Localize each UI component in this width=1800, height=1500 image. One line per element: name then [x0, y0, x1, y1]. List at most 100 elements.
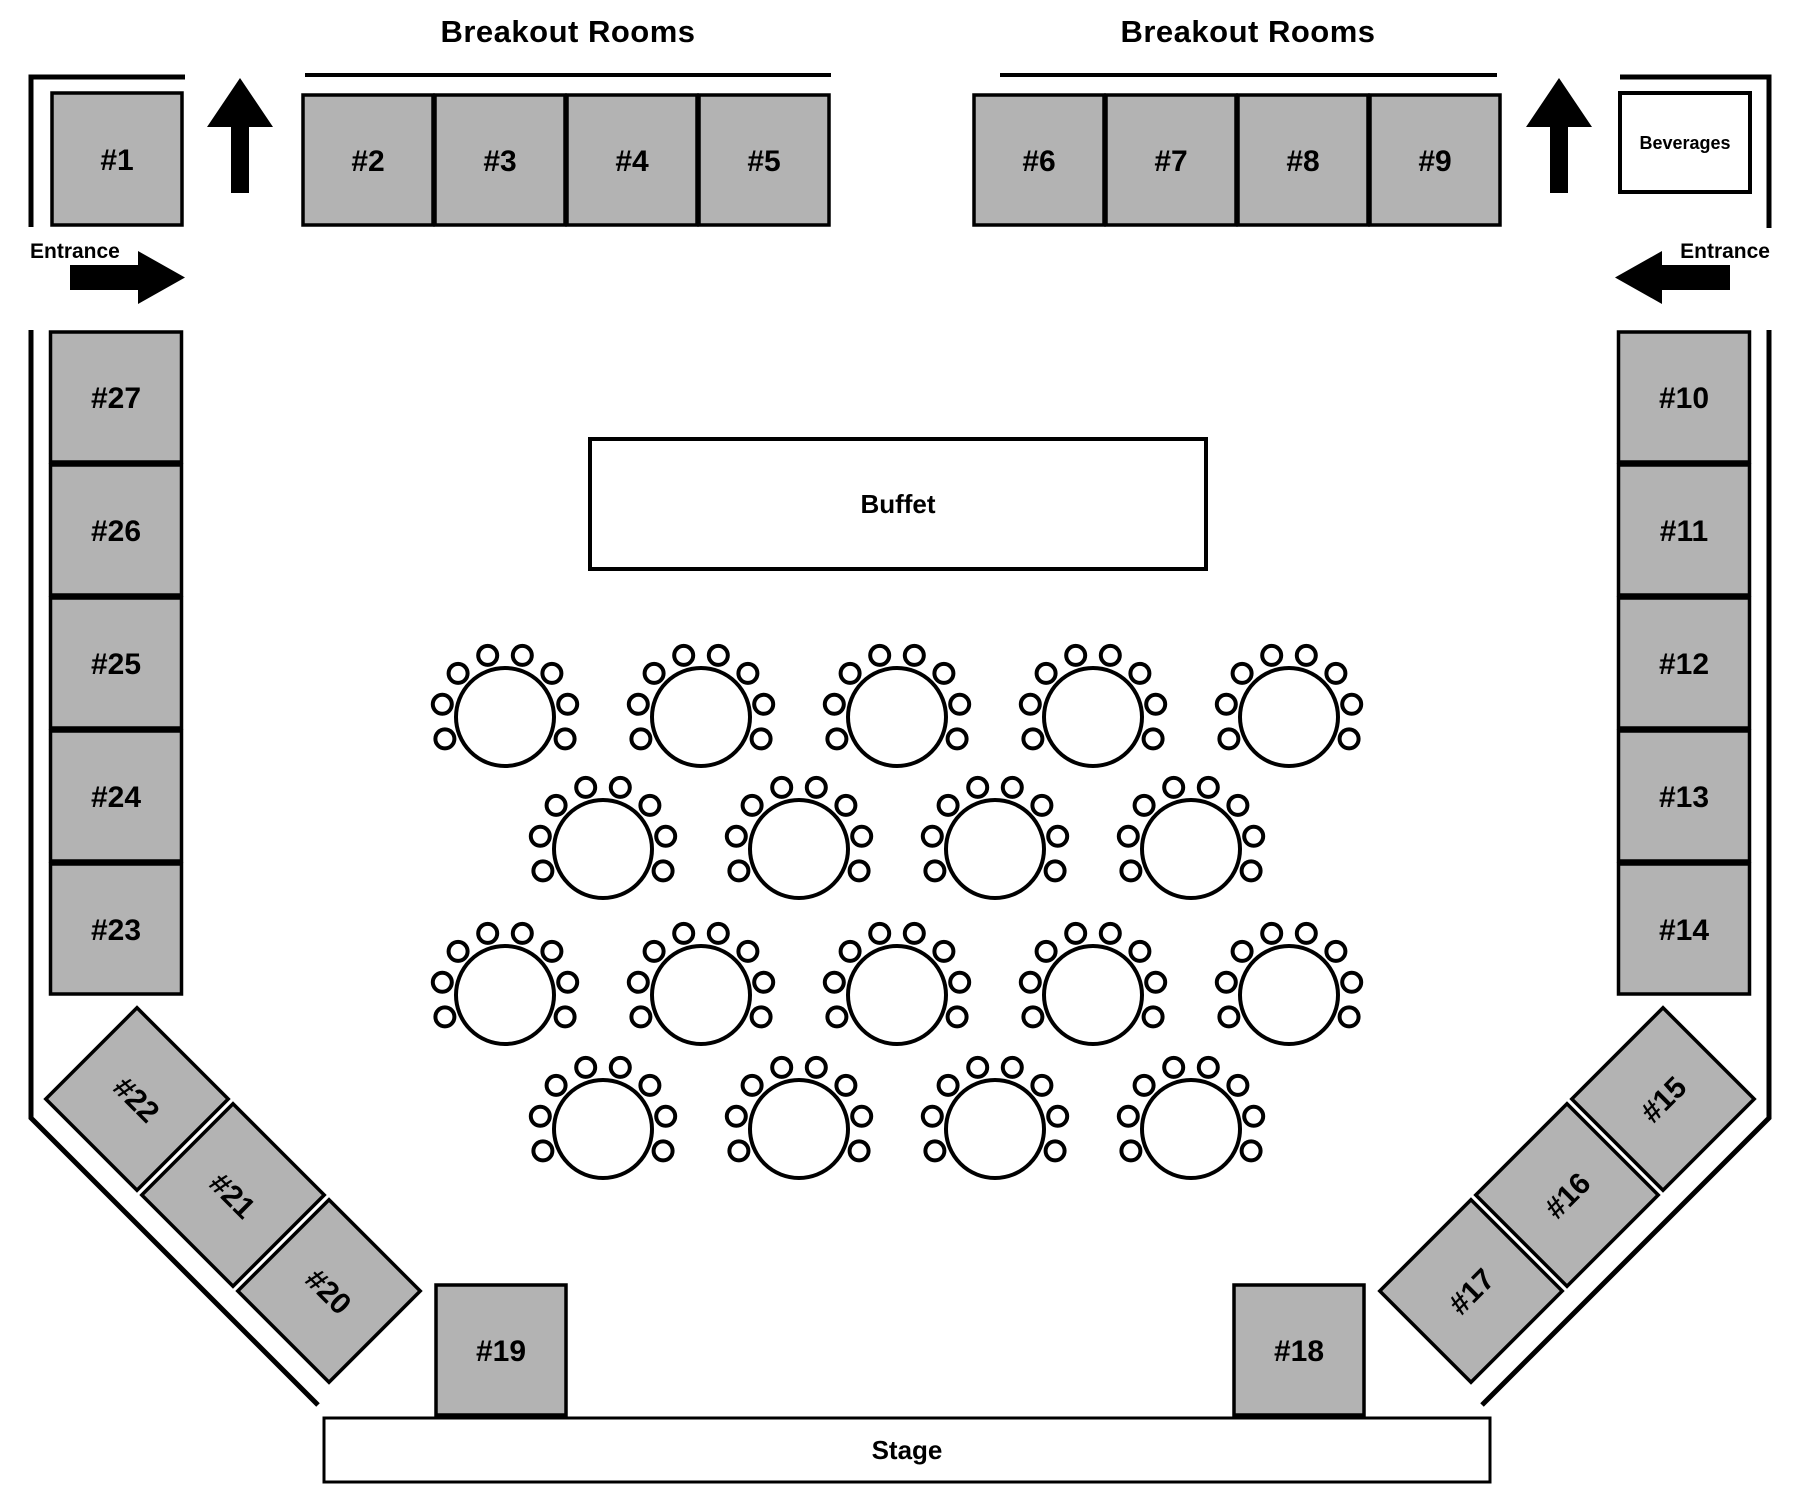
- chair: [544, 1073, 568, 1097]
- booth-5: #5: [697, 93, 831, 227]
- table-top: [748, 798, 850, 900]
- booth-box: [48, 330, 184, 464]
- booth-label: #23: [91, 914, 141, 947]
- chair: [642, 661, 666, 685]
- chair: [1196, 1055, 1220, 1079]
- booth-16: #16: [1473, 1101, 1661, 1289]
- chair: [945, 1005, 969, 1029]
- chair: [1214, 692, 1238, 716]
- booth-box: [139, 1101, 327, 1289]
- chair: [476, 643, 500, 667]
- booth-26: #26: [48, 463, 184, 597]
- booth-box: [1104, 93, 1238, 227]
- chair: [574, 1055, 598, 1079]
- chair: [948, 692, 972, 716]
- chair: [626, 692, 650, 716]
- chair: [528, 824, 552, 848]
- entrance-label-right: Entrance: [1680, 240, 1770, 263]
- entrance-arrow-icon-right: [1615, 251, 1730, 304]
- chair: [706, 643, 730, 667]
- chair: [1144, 970, 1168, 994]
- chair: [770, 1055, 794, 1079]
- chair: [1098, 643, 1122, 667]
- chair: [1217, 727, 1241, 751]
- chair: [531, 859, 555, 883]
- chair: [1116, 824, 1140, 848]
- chair: [724, 824, 748, 848]
- table-top: [846, 666, 948, 768]
- chair: [574, 775, 598, 799]
- chair: [553, 1005, 577, 1029]
- table-top: [552, 1078, 654, 1180]
- chair: [1098, 921, 1122, 945]
- chair: [556, 970, 580, 994]
- chair: [1000, 775, 1024, 799]
- chair: [1162, 1055, 1186, 1079]
- chair: [1144, 692, 1168, 716]
- booth-box: [1368, 93, 1502, 227]
- chair: [838, 939, 862, 963]
- booth-box: [1616, 729, 1752, 863]
- table-top: [1042, 666, 1144, 768]
- booth-label: #9: [1418, 145, 1451, 178]
- chair: [531, 1139, 555, 1163]
- chair: [544, 793, 568, 817]
- booth-box: [1232, 1283, 1366, 1417]
- round-table: [920, 775, 1070, 900]
- chair: [825, 1005, 849, 1029]
- chair: [1230, 661, 1254, 685]
- booth-6: #6: [972, 93, 1106, 227]
- booth-label: #25: [91, 648, 141, 681]
- chair: [540, 939, 564, 963]
- chair: [626, 970, 650, 994]
- booth-box: [1616, 596, 1752, 730]
- booth-label: #1: [100, 144, 133, 177]
- round-table: [528, 1055, 678, 1180]
- chair: [1226, 1073, 1250, 1097]
- table-top: [454, 944, 556, 1046]
- booth-11: #11: [1616, 463, 1752, 597]
- chair: [1294, 643, 1318, 667]
- booth-box: [565, 93, 699, 227]
- up-arrow-icon-left: [207, 78, 273, 193]
- chair: [629, 727, 653, 751]
- chair: [433, 727, 457, 751]
- chair: [651, 859, 675, 883]
- chair: [850, 824, 874, 848]
- table-top: [748, 1078, 850, 1180]
- round-table: [920, 1055, 1070, 1180]
- booth-label: #13: [1659, 781, 1709, 814]
- chair: [1018, 970, 1042, 994]
- booth-label: #12: [1659, 648, 1709, 681]
- breakout-rooms-title-right: Breakout Rooms: [1120, 14, 1375, 49]
- booth-label: #26: [91, 515, 141, 548]
- chair: [847, 859, 871, 883]
- chair: [1242, 824, 1266, 848]
- breakout-rooms-title-left: Breakout Rooms: [440, 14, 695, 49]
- stage-label: Stage: [872, 1435, 943, 1465]
- booth-box: [1616, 330, 1752, 464]
- chair: [936, 1073, 960, 1097]
- table-top: [1042, 944, 1144, 1046]
- booth-23: #23: [48, 862, 184, 996]
- chair: [1217, 1005, 1241, 1029]
- chair: [553, 727, 577, 751]
- round-table: [1214, 643, 1364, 768]
- chair: [804, 775, 828, 799]
- chair: [945, 727, 969, 751]
- chair: [727, 859, 751, 883]
- chair: [1046, 824, 1070, 848]
- walls: [28, 74, 1772, 1407]
- booth-18: #18: [1232, 1283, 1366, 1417]
- chair: [1260, 921, 1284, 945]
- chair: [740, 793, 764, 817]
- booth-box: [301, 93, 435, 227]
- booth-9: #9: [1368, 93, 1502, 227]
- buffet: Buffet: [588, 437, 1208, 571]
- buffet-label: Buffet: [860, 489, 935, 519]
- chair: [629, 1005, 653, 1029]
- chair: [1226, 793, 1250, 817]
- chair: [430, 692, 454, 716]
- buffet-box: [588, 437, 1208, 571]
